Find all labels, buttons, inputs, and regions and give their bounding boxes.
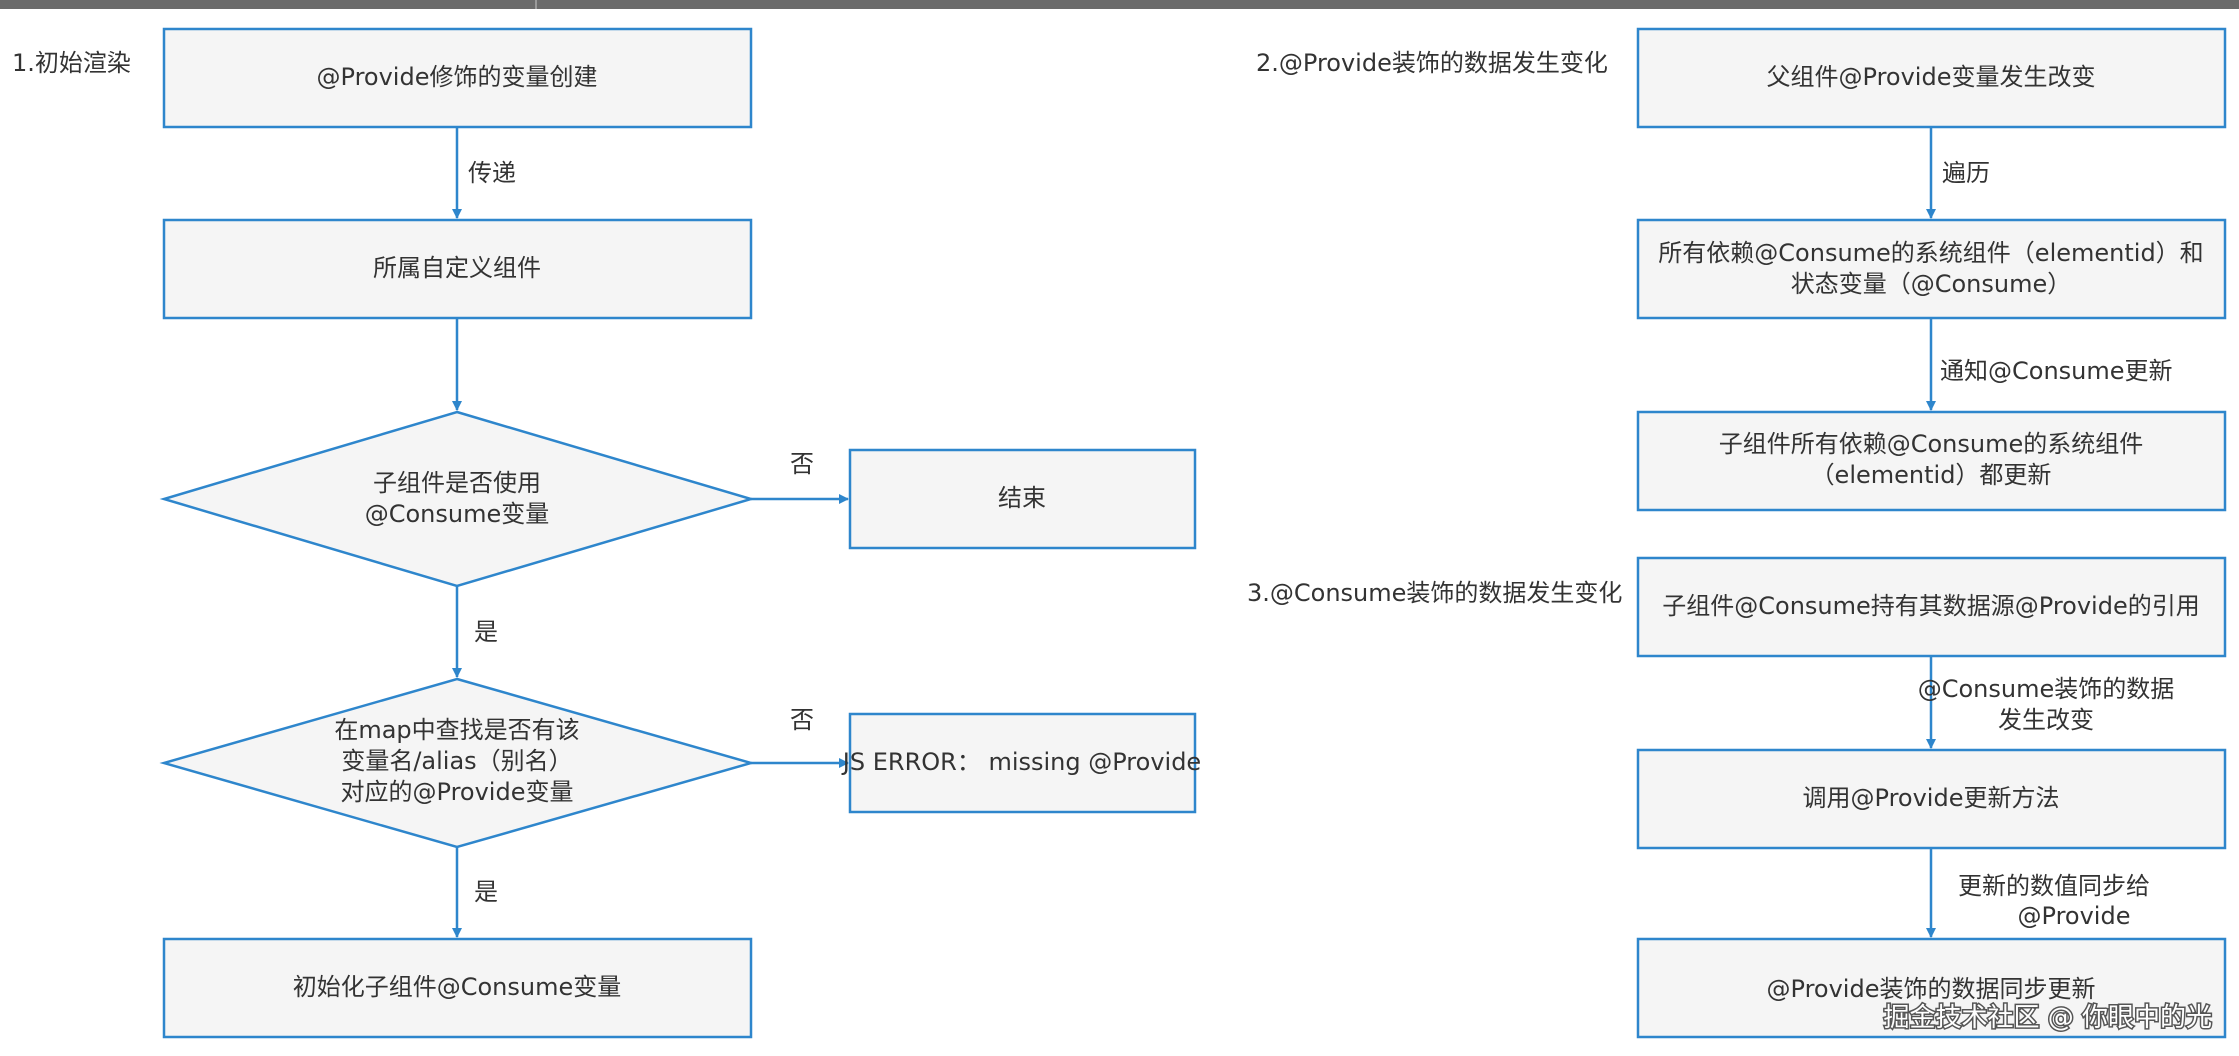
section-1-label: 1.初始渲染 [12, 49, 131, 77]
section-2-label: 2.@Provide装饰的数据发生变化 [1256, 49, 1608, 77]
node-call-provide-update: 调用@Provide更新方法 [1636, 748, 2227, 850]
edge-no-label-1: 否 [790, 450, 814, 478]
node-js-error: JS ERROR： missing @Provide [841, 712, 1201, 814]
node-init-consume: 初始化子组件@Consume变量 [162, 937, 753, 1039]
edge-sync-line2: @Provide [2018, 902, 2131, 930]
edge-pass-label: 传递 [468, 159, 516, 187]
node-call-provide-update-label: 调用@Provide更新方法 [1803, 784, 2060, 812]
node-owner-component: 所属自定义组件 [162, 218, 753, 320]
decision-uses-consume-line2: @Consume变量 [365, 500, 550, 528]
edge-yes-label-1: 是 [474, 618, 498, 646]
decision-map-lookup-line2: 变量名/alias（别名） [341, 747, 572, 775]
node-owner-component-label: 所属自定义组件 [373, 254, 541, 282]
section-3-label: 3.@Consume装饰的数据发生变化 [1247, 579, 1622, 607]
node-dependents-line1: 所有依赖@Consume的系统组件（elementid）和 [1658, 239, 2203, 267]
node-child-update-line2: （elementid）都更新 [1811, 461, 2052, 489]
node-child-update: 子组件所有依赖@Consume的系统组件 （elementid）都更新 [1636, 410, 2227, 512]
node-dependents-line2: 状态变量（@Consume） [1791, 270, 2072, 298]
node-parent-provide-change-label: 父组件@Provide变量发生改变 [1767, 63, 2096, 91]
edge-consume-change-line2: 发生改变 [1998, 706, 2094, 734]
edge-notify-label: 通知@Consume更新 [1940, 357, 2173, 385]
node-parent-provide-change: 父组件@Provide变量发生改变 [1636, 27, 2227, 129]
decision-uses-consume: 子组件是否使用 @Consume变量 [159, 410, 756, 588]
decision-map-lookup-line1: 在map中查找是否有该 [334, 716, 579, 744]
decision-uses-consume-line1: 子组件是否使用 [373, 469, 541, 497]
node-init-consume-label: 初始化子组件@Consume变量 [293, 973, 622, 1001]
top-bar [0, 0, 2239, 9]
node-js-error-label: JS ERROR： missing @Provide [841, 748, 1201, 776]
edge-traverse-label: 遍历 [1942, 159, 1990, 187]
decision-map-lookup: 在map中查找是否有该 变量名/alias（别名） 对应的@Provide变量 [159, 677, 756, 849]
node-provide-create: @Provide修饰的变量创建 [162, 27, 753, 129]
edge-no-label-2: 否 [790, 706, 814, 734]
node-child-update-line1: 子组件所有依赖@Consume的系统组件 [1719, 430, 2144, 458]
node-end-label: 结束 [998, 484, 1046, 512]
decision-map-lookup-line3: 对应的@Provide变量 [341, 778, 574, 806]
edge-sync-line1: 更新的数值同步给 [1958, 872, 2150, 900]
node-consume-holds-ref: 子组件@Consume持有其数据源@Provide的引用 [1636, 556, 2227, 658]
top-bar-divider [535, 0, 537, 9]
node-provide-create-label: @Provide修饰的变量创建 [317, 63, 598, 91]
node-end: 结束 [848, 448, 1197, 550]
edge-consume-change-line1: @Consume装饰的数据 [1918, 675, 2175, 703]
watermark: 掘金技术社区 @ 你眼中的光 [1883, 1003, 2212, 1033]
node-dependents: 所有依赖@Consume的系统组件（elementid）和 状态变量（@Cons… [1636, 218, 2227, 320]
node-provide-synced: @Provide装饰的数据同步更新 [1636, 937, 2227, 1039]
node-provide-synced-label: @Provide装饰的数据同步更新 [1767, 975, 2096, 1003]
node-consume-holds-ref-label: 子组件@Consume持有其数据源@Provide的引用 [1662, 592, 2199, 620]
edge-yes-label-2: 是 [474, 878, 498, 906]
